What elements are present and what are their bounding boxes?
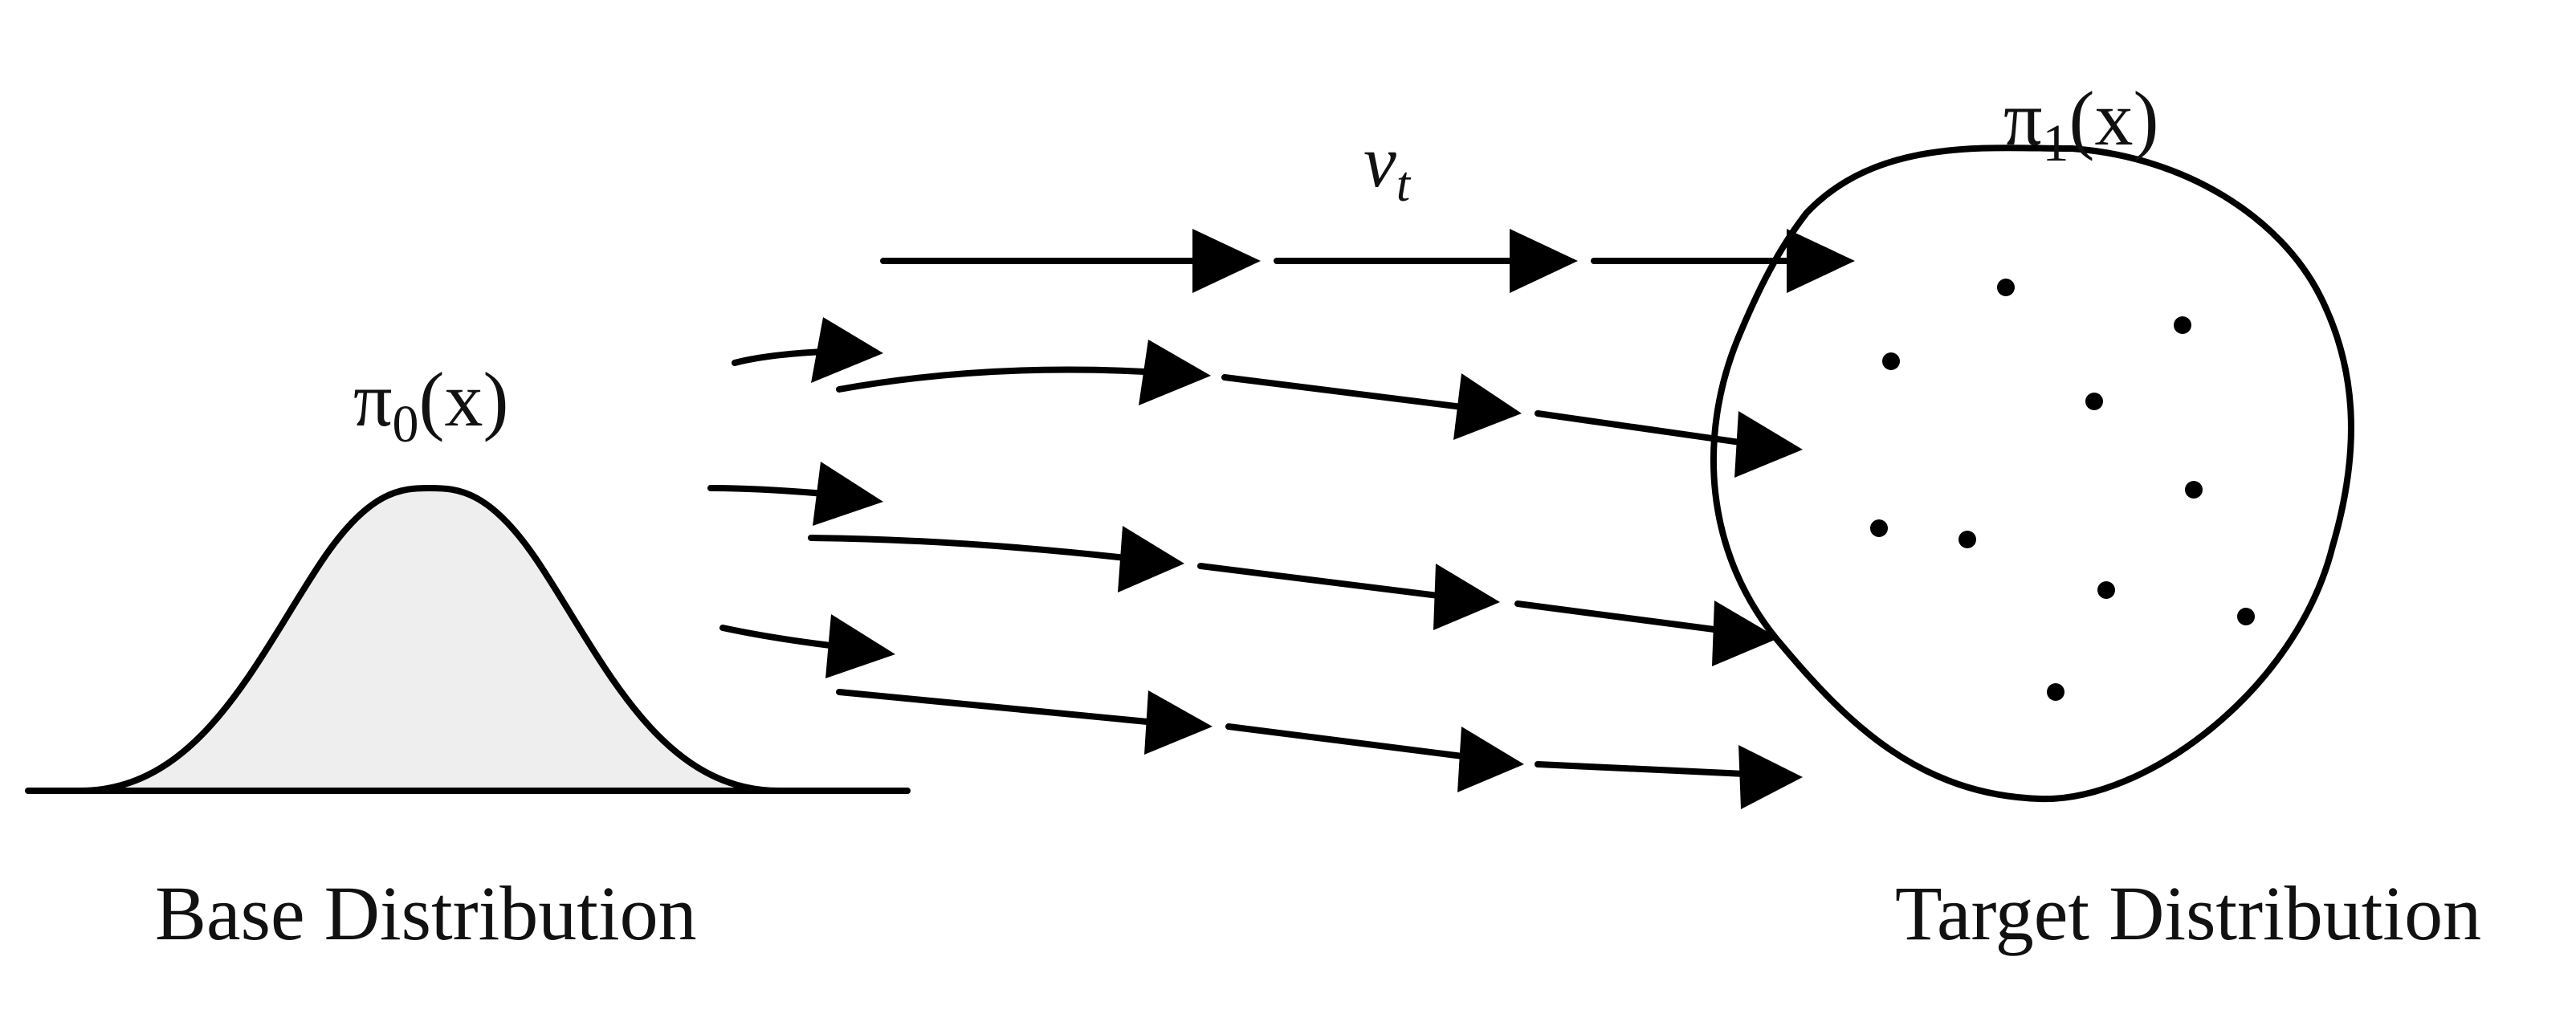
velocity-label: vt [1363,120,1412,212]
flow-segment [1197,563,1461,601]
flow-segment [808,535,1143,563]
target-caption: Target Distribution [1895,870,2481,956]
base-bell-fill [80,488,779,791]
pi1-label: π1(x) [2003,75,2158,173]
base-caption: Base Distribution [155,870,697,956]
arrow-head [1787,229,1855,293]
arrow-head [1738,745,1803,809]
sample-dot [2174,316,2191,334]
sample-dot [2047,683,2064,701]
sample-dot [2097,581,2115,599]
flow-row-4 [719,614,1803,809]
target-blob [1710,145,2354,803]
base-distribution [25,485,911,794]
sample-dot [1870,519,1888,537]
arrow-head [1457,727,1524,792]
arrow-head [1433,564,1500,630]
flow-row-2 [732,317,1803,478]
flow-segment [1535,410,1766,449]
sample-dot [1958,531,1976,548]
arrow-head [1192,229,1261,293]
sample-dot [1997,279,2015,296]
base-bell-curve [77,485,782,794]
arrow-head [1510,229,1578,293]
sample-dot [1882,352,1900,370]
arrow-head [811,317,883,383]
flow-segment [1535,761,1766,778]
arrow-head [1734,411,1803,478]
flow-segment [1514,600,1742,636]
arrow-head [813,462,883,526]
sample-dot [2185,481,2203,499]
arrow-head [1118,526,1184,592]
flow-segment [1221,374,1485,413]
sample-dot [2085,393,2103,410]
flow-row-3 [707,462,1779,666]
flow-segment [1225,723,1485,762]
arrow-head [1712,600,1779,666]
arrow-head [1139,340,1211,405]
flow-row-1 [880,229,1855,293]
arrow-head [1453,373,1522,440]
target-samples [1870,279,2255,701]
velocity-field [707,229,1855,809]
pi0-label: π0(x) [353,356,508,454]
flow-segment [836,689,1176,727]
sample-dot [2237,608,2255,625]
flow-segment [836,366,1176,393]
target-distribution [1710,145,2354,803]
arrow-head [825,614,895,678]
arrow-head [1144,690,1213,755]
